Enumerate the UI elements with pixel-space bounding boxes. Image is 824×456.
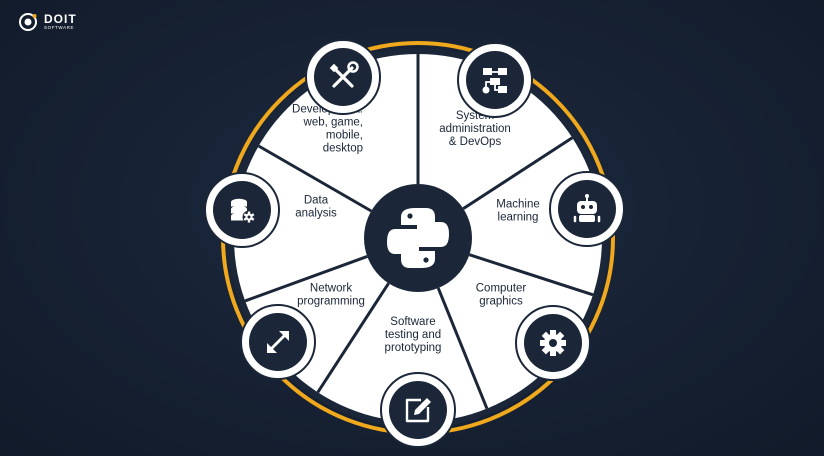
segment-divider [244, 255, 368, 303]
segment-label-line: graphics [479, 296, 523, 308]
segment-label-line: analysis [295, 208, 337, 220]
segment-badge [380, 372, 456, 448]
segment-label-line: Network [310, 283, 352, 295]
segment-divider [257, 144, 372, 213]
segment-label-line: learning [498, 212, 539, 224]
segment-badge [515, 305, 591, 381]
robot-icon [573, 194, 601, 223]
brand-name: DOIT [44, 12, 77, 27]
brand-logo[interactable]: DOIT SOFTWARE [18, 12, 77, 32]
segment-label-line: & DevOps [449, 136, 502, 148]
segment-label-line: administration [439, 123, 511, 135]
segment-label-line: testing and [385, 329, 441, 341]
segment-label-line: web, game, [303, 117, 363, 129]
brand-subtitle: SOFTWARE [44, 25, 75, 31]
segment-dividers [244, 54, 594, 410]
segment-label-line: Data [304, 195, 329, 207]
tools-icon [329, 61, 359, 88]
database-settings-icon [231, 198, 256, 224]
segment-badge [240, 304, 316, 380]
segment-label-line: programming [297, 296, 365, 308]
expand-arrows-icon [267, 331, 289, 353]
segment-badge [457, 42, 533, 118]
segment-badge [204, 172, 280, 248]
logo-mark-icon [19, 13, 37, 31]
python-logo-icon [387, 208, 449, 268]
segment-label-line: prototyping [385, 342, 442, 354]
segment-divider [316, 282, 390, 394]
segment-label-line: Software [390, 316, 435, 328]
flowchart-icon [482, 68, 507, 94]
segment-badge [305, 39, 381, 115]
segment-label-line: mobile, [326, 130, 363, 142]
segment-badge [549, 171, 625, 247]
segment-divider [462, 136, 574, 210]
segment-label-line: Computer [476, 283, 527, 295]
edit-icon [405, 398, 431, 423]
gear-icon [540, 330, 566, 356]
segment-label-line: desktop [323, 143, 363, 155]
segment-divider [436, 287, 489, 410]
segment-icon-badges [204, 39, 625, 448]
segment-label-line: Machine [496, 199, 539, 211]
segment-divider [468, 253, 594, 297]
